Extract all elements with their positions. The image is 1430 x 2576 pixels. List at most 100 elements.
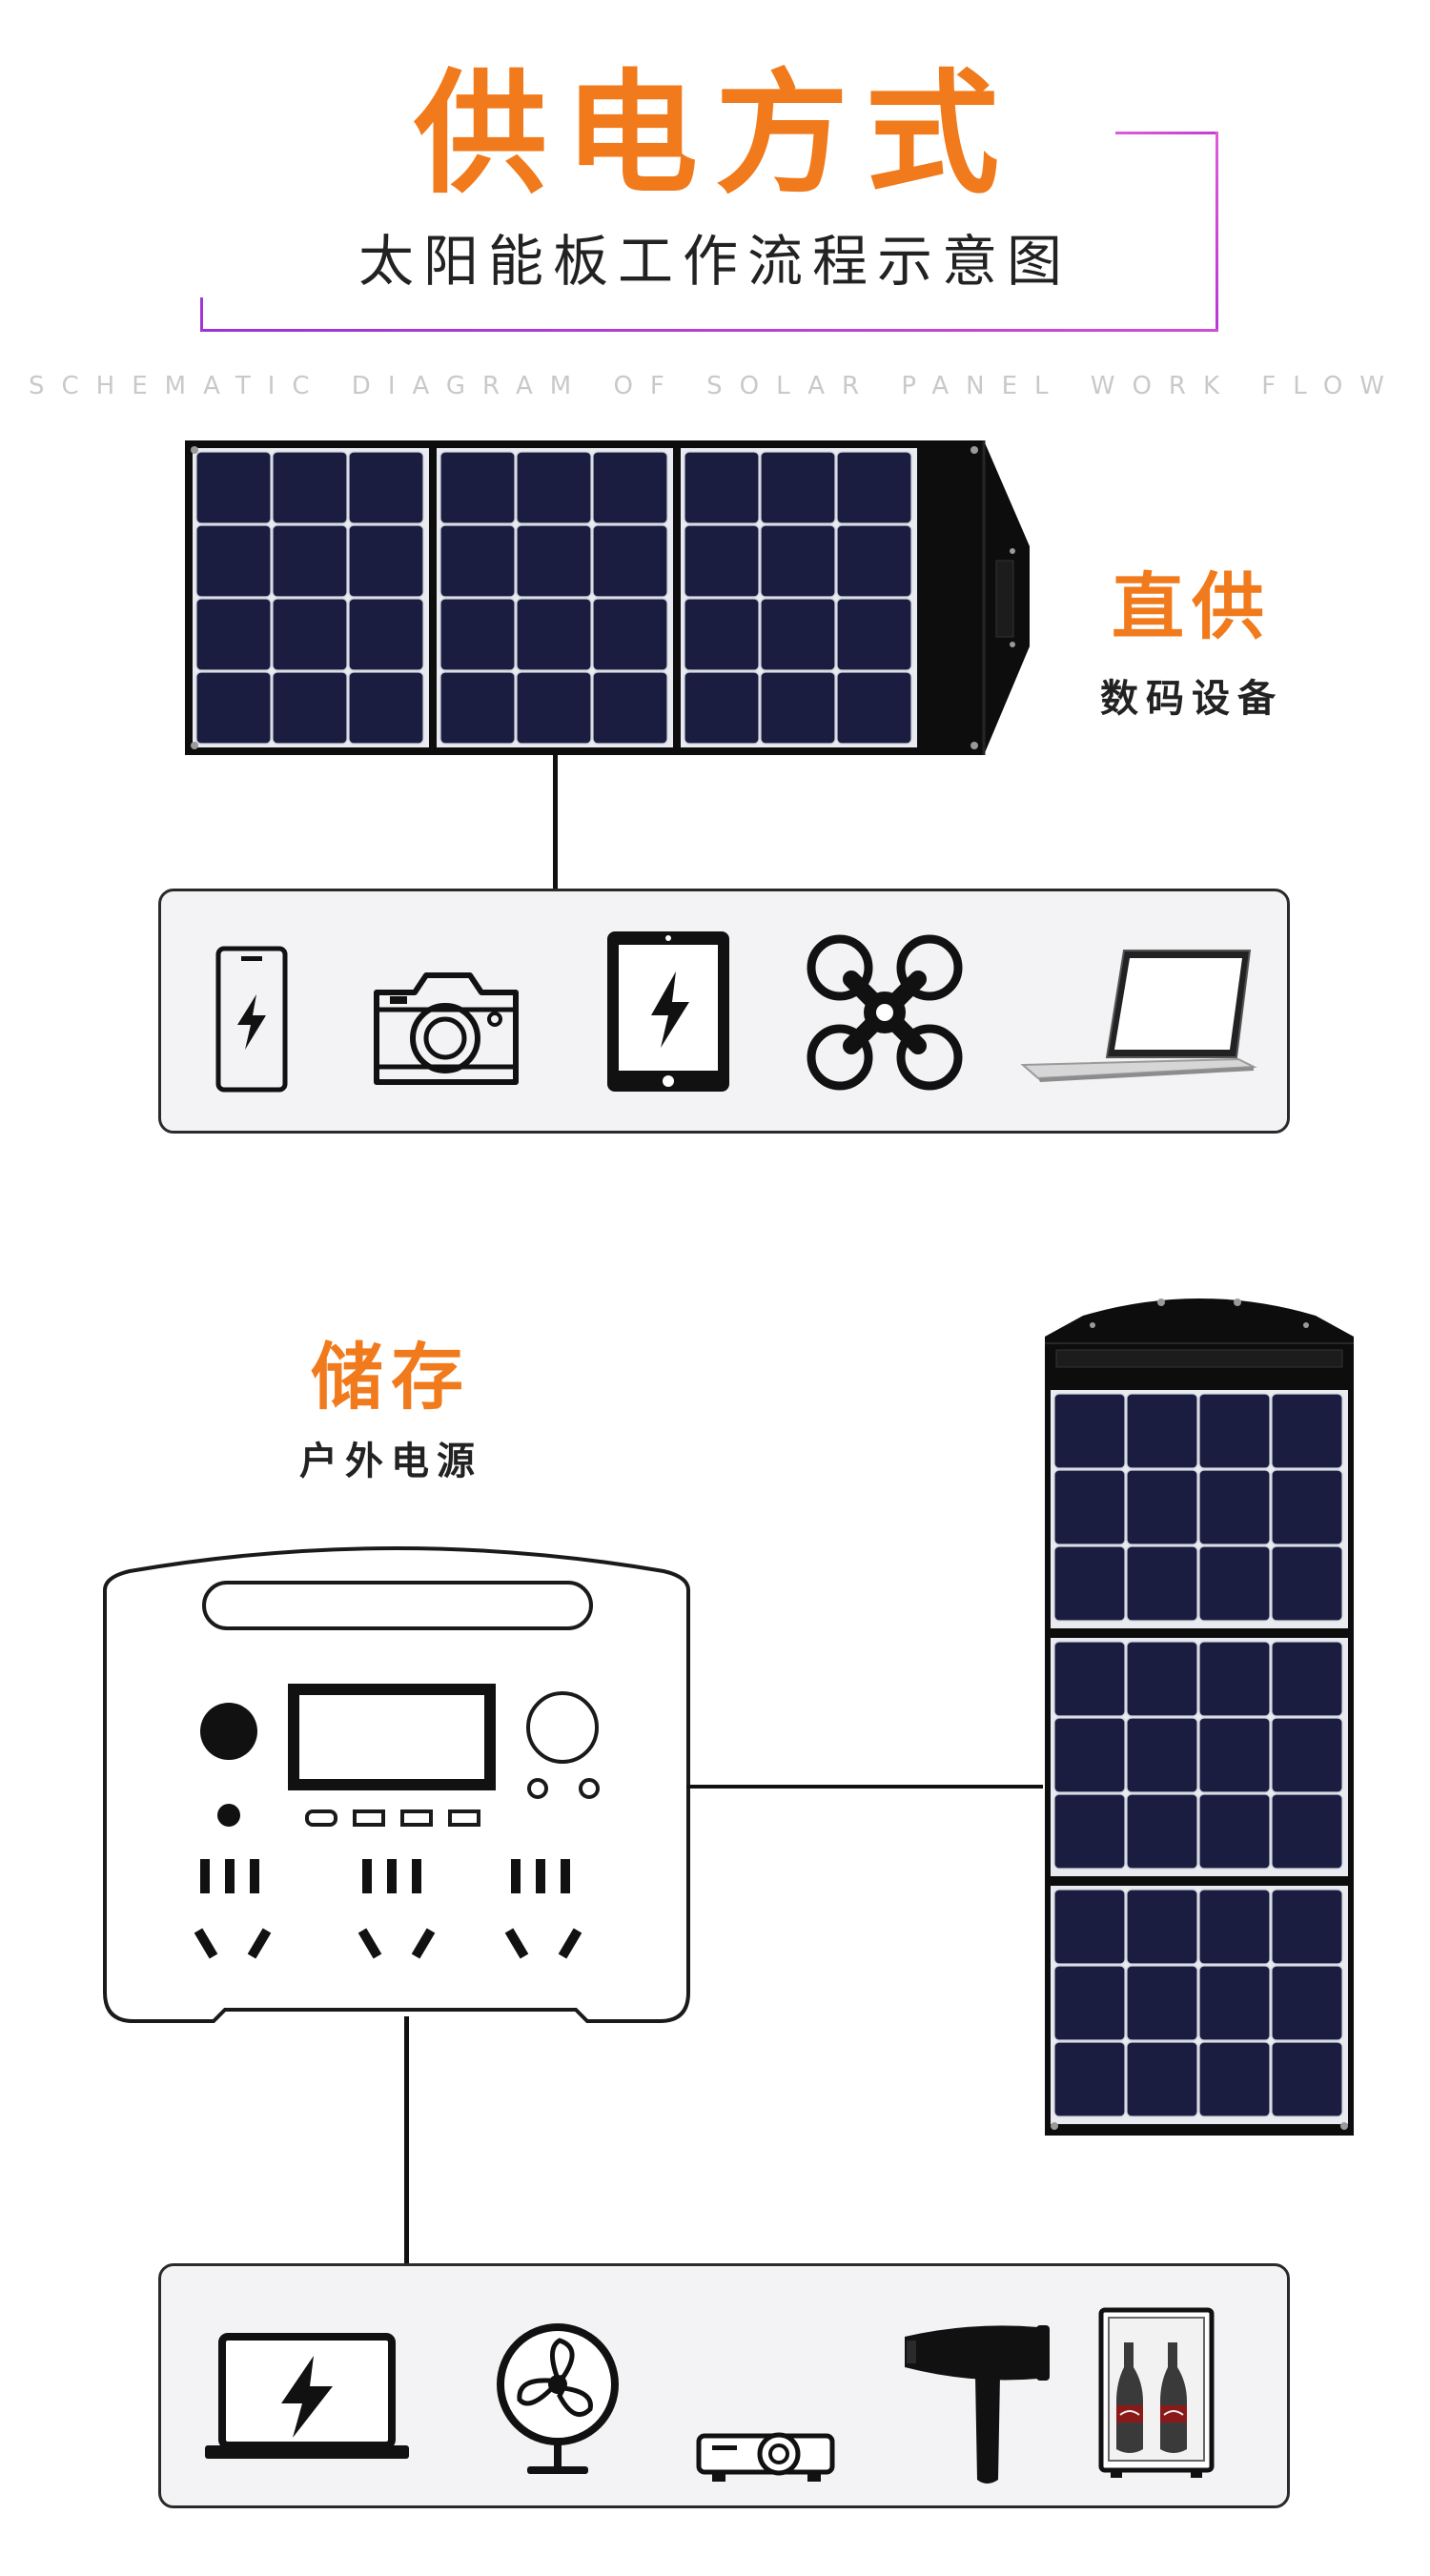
page-title: 供电方式 (413, 57, 1016, 213)
solar-cell (1198, 1641, 1271, 1717)
solar-cell (1271, 1889, 1343, 1965)
solar-cell (272, 524, 348, 598)
direct-supply-subtitle: 数码设备 (1100, 677, 1283, 721)
solar-cell (272, 451, 348, 524)
solar-cell (592, 598, 668, 671)
fan-icon (497, 2323, 619, 2474)
solar-cell (760, 671, 836, 745)
solar-cell (1271, 1545, 1343, 1622)
camera-icon (374, 972, 519, 1085)
solar-cell (1271, 1717, 1343, 1793)
solar-cell (439, 524, 516, 598)
solar-cell (1198, 1469, 1271, 1545)
solar-cell (1053, 1469, 1126, 1545)
phone-charging-icon (215, 946, 288, 1093)
solar-cell (516, 598, 592, 671)
solar-cell (592, 524, 668, 598)
solar-cell (348, 451, 424, 524)
solar-cell (1126, 1393, 1198, 1469)
solar-cell (1271, 1393, 1343, 1469)
hair-dryer-icon (905, 2325, 1050, 2484)
tablet-charging-icon (607, 931, 729, 1092)
solar-cell (1126, 1641, 1198, 1717)
solar-cell (1053, 1889, 1126, 1965)
solar-cell (1126, 2041, 1198, 2117)
solar-cell (1053, 1965, 1126, 2041)
solar-cell (516, 524, 592, 598)
solar-cell (1126, 1469, 1198, 1545)
solar-cell (1198, 2041, 1271, 2117)
direct-supply-title: 直供 (1112, 564, 1272, 649)
solar-cell (684, 598, 760, 671)
drone-icon (807, 934, 963, 1091)
solar-cell (1271, 1469, 1343, 1545)
solar-panel-vertical (1045, 1298, 1354, 2136)
title-frame-left (200, 297, 203, 332)
solar-cell (1126, 1717, 1198, 1793)
solar-cell (1126, 1965, 1198, 2041)
solar-cell (1198, 1889, 1271, 1965)
solar-cell (195, 598, 272, 671)
solar-cell (1126, 1545, 1198, 1622)
solar-cell (1198, 1393, 1271, 1469)
solar-cell (272, 671, 348, 745)
solar-cell (684, 451, 760, 524)
storage-title: 储存 (311, 1335, 471, 1420)
solar-cell (684, 524, 760, 598)
solar-cell (760, 451, 836, 524)
solar-cell (684, 671, 760, 745)
solar-cell (1271, 1641, 1343, 1717)
solar-cell (1126, 1889, 1198, 1965)
solar-cell (1198, 1793, 1271, 1870)
digital-devices-box (158, 889, 1290, 1134)
solar-cell (439, 598, 516, 671)
solar-cell (516, 671, 592, 745)
solar-cell (348, 598, 424, 671)
solar-cell (348, 671, 424, 745)
wire-panel-to-station (686, 1785, 1043, 1789)
solar-cell (760, 524, 836, 598)
wire-station-to-appliances (404, 2016, 409, 2269)
solar-cell (1053, 1793, 1126, 1870)
solar-cell (836, 671, 912, 745)
solar-cell (195, 524, 272, 598)
solar-cell (1053, 1717, 1126, 1793)
solar-cell (1126, 1793, 1198, 1870)
solar-cell (836, 598, 912, 671)
solar-cell (272, 598, 348, 671)
projector-icon (696, 2432, 835, 2482)
title-frame-bottom (200, 329, 1218, 332)
solar-cell (592, 451, 668, 524)
english-subtitle: SCHEMATIC DIAGRAM OF SOLAR PANEL WORK FL… (29, 372, 1401, 400)
solar-cell (1053, 2041, 1126, 2117)
solar-cell (836, 451, 912, 524)
solar-cell (195, 671, 272, 745)
wire-panel-to-devices (553, 755, 558, 890)
solar-cell (516, 451, 592, 524)
solar-cell (348, 524, 424, 598)
solar-cell (1198, 1965, 1271, 2041)
title-frame-right (1216, 132, 1218, 332)
solar-cell (1271, 1965, 1343, 2041)
solar-cell (1271, 1793, 1343, 1870)
page-subtitle: 太阳能板工作流程示意图 (358, 229, 1072, 294)
laptop-charging-icon (205, 2333, 409, 2459)
appliances-box (158, 2263, 1290, 2508)
mini-fridge-icon (1098, 2307, 1215, 2478)
solar-panel-horizontal (185, 440, 1030, 755)
solar-cell (1198, 1717, 1271, 1793)
solar-cell (1271, 2041, 1343, 2117)
solar-cell (1053, 1393, 1126, 1469)
solar-cell (836, 524, 912, 598)
solar-cell (195, 451, 272, 524)
solar-cell (1053, 1545, 1126, 1622)
storage-subtitle: 户外电源 (299, 1440, 482, 1483)
laptop-icon (1020, 950, 1257, 1082)
solar-cell (439, 671, 516, 745)
solar-cell (1198, 1545, 1271, 1622)
solar-cell (439, 451, 516, 524)
solar-cell (592, 671, 668, 745)
solar-cell (760, 598, 836, 671)
title-frame-top (1115, 132, 1218, 134)
solar-cell (1053, 1641, 1126, 1717)
